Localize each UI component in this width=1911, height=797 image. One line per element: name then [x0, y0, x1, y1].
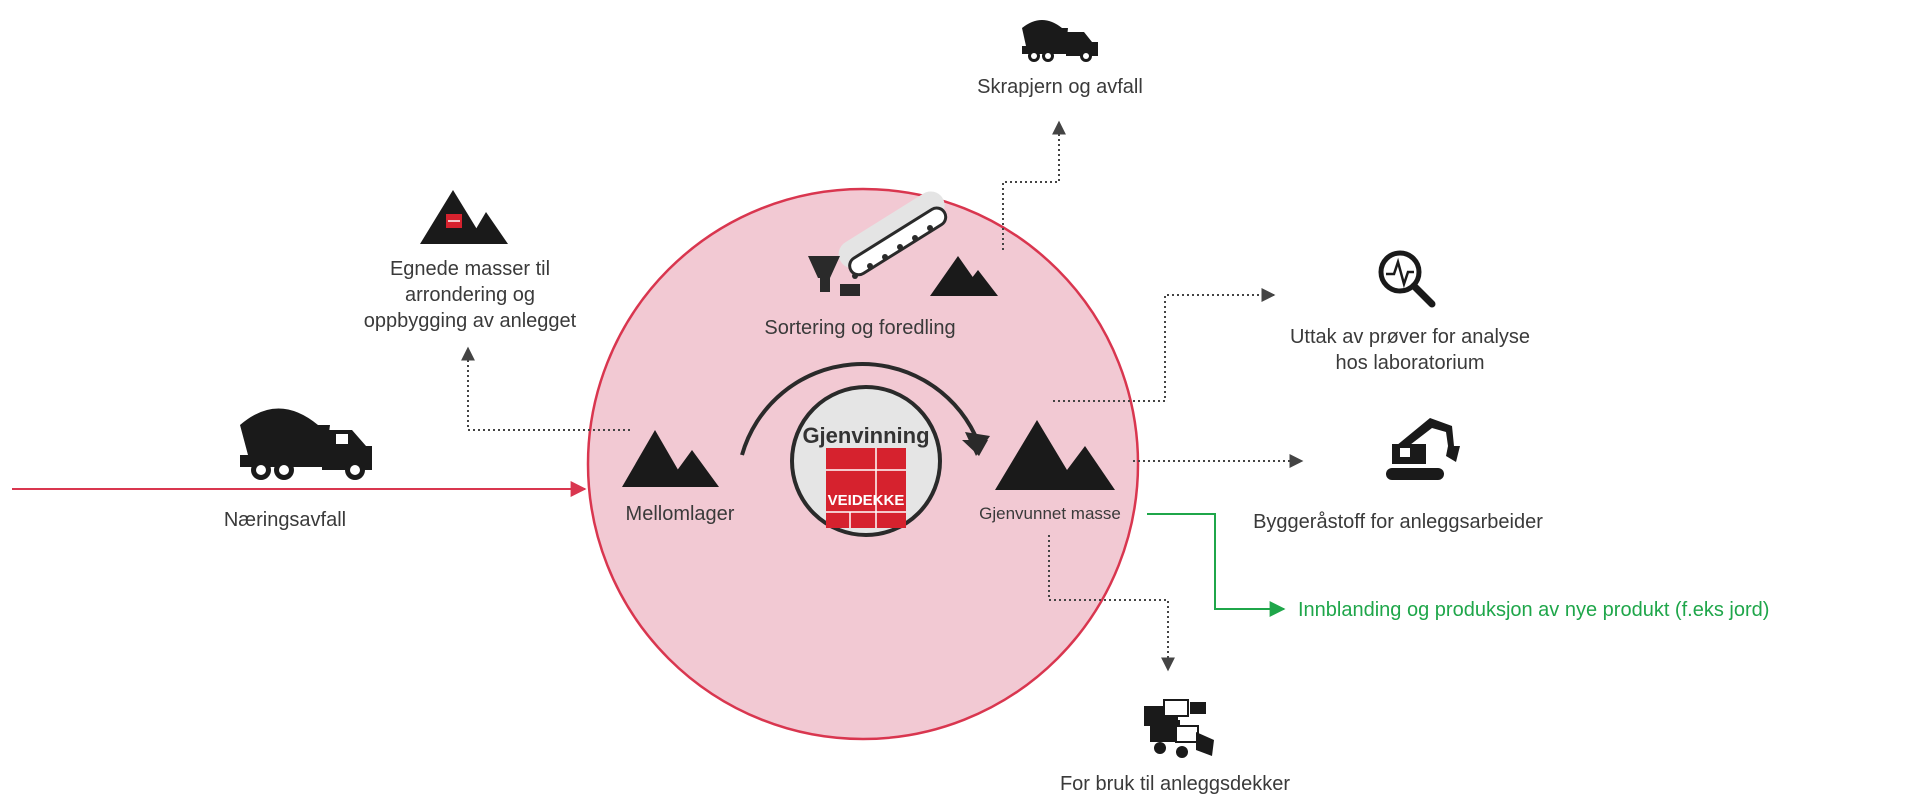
dump-truck-icon — [1022, 20, 1098, 62]
label-gjenvunnet: Gjenvunnet masse — [979, 504, 1121, 523]
label-naeringsavfall: Næringsavfall — [223, 509, 347, 531]
svg-text:VEIDEKKE: VEIDEKKE — [828, 492, 905, 509]
label-uttak: Uttak av prøver for analyse hos laborato… — [1255, 324, 1565, 376]
label-egnede: Egnede masser til arrondering og oppbygg… — [330, 256, 610, 334]
mountain-icon — [930, 256, 998, 296]
label-innblanding: Innblanding og produksjon av nye produkt… — [1298, 599, 1770, 621]
mountain-flag-icon — [420, 190, 508, 244]
label-uttak-line: hos laboratorium — [1335, 352, 1485, 374]
magnifier-pulse-icon — [1378, 250, 1436, 308]
excavator-icon — [1386, 418, 1460, 480]
label-byggerastoff: Byggeråstoff for anleggsarbeider — [1253, 511, 1543, 533]
label-uttak-line: Uttak av prøver for analyse — [1289, 326, 1531, 348]
label-skrapjern: Skrapjern og avfall — [977, 76, 1143, 98]
label-anleggsdekker: For bruk til anleggsdekker — [1059, 773, 1291, 795]
center-title: Gjenvinning — [802, 423, 929, 448]
dump-truck-icon — [240, 408, 372, 480]
mountain-icon — [622, 430, 719, 487]
cycle-arrow — [740, 362, 977, 456]
conveyor-icon — [808, 191, 948, 296]
arrow-to-uttak — [1053, 288, 1276, 402]
label-mellomlager: Mellomlager — [625, 503, 735, 525]
arrow-to-innblanding — [1147, 513, 1286, 617]
label-egnede-line: oppbygging av anlegget — [363, 310, 577, 332]
veidekke-logo: VEIDEKKE — [826, 448, 906, 528]
mountain-icon — [995, 420, 1115, 490]
arrow-to-egnede — [461, 346, 630, 431]
arrow-to-skrapjern — [1002, 120, 1066, 250]
label-egnede-line: arrondering og — [404, 284, 536, 306]
label-sortering: Sortering og foredling — [764, 317, 956, 339]
bulldozer-icon — [1144, 699, 1214, 758]
label-egnede-line: Egnede masser til — [389, 258, 551, 280]
